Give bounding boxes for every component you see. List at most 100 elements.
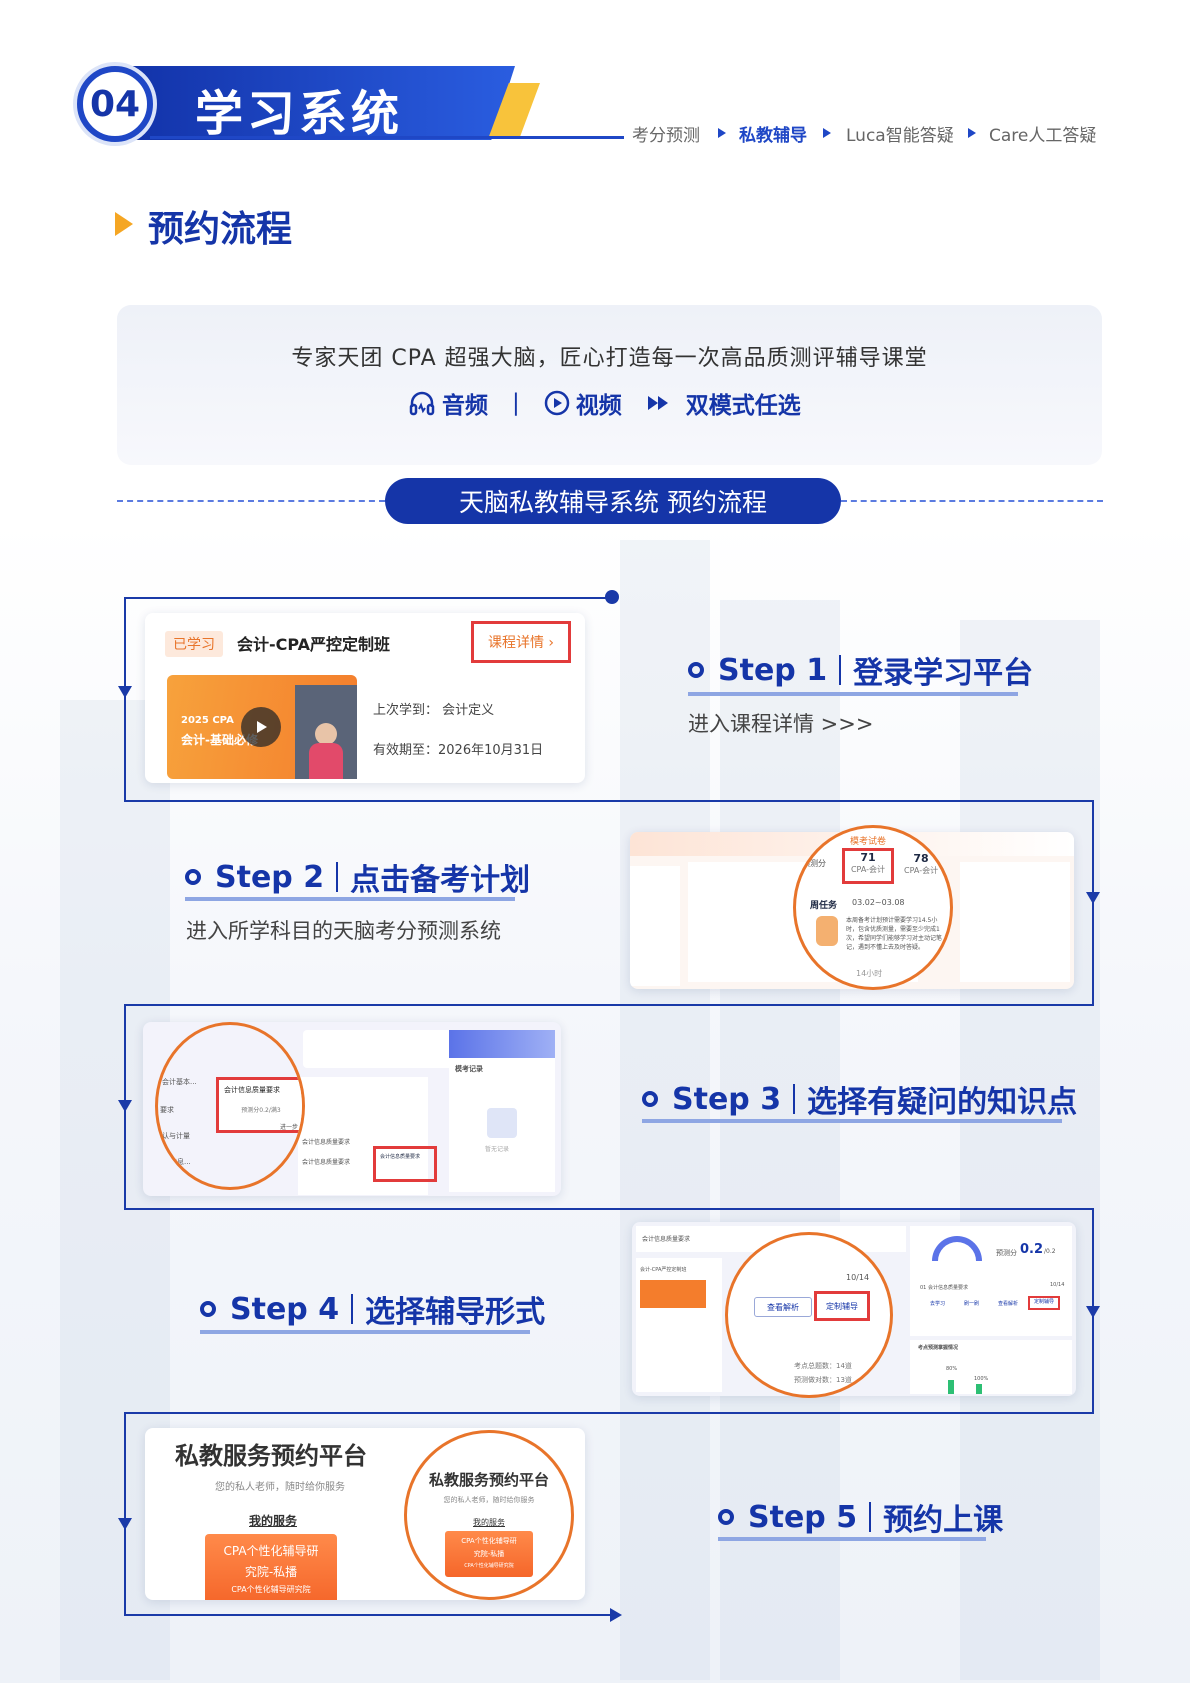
kp-title: 会计信息质量要求 xyxy=(224,1086,280,1094)
kp-sub: 预测分0.2/满3 xyxy=(241,1107,281,1114)
flow-line xyxy=(124,1004,1094,1006)
tree-item[interactable]: 要求 xyxy=(160,1106,174,1114)
kp-button[interactable]: 进一步 xyxy=(279,1124,298,1131)
arrow-down-icon xyxy=(118,1100,132,1112)
nav-item-score[interactable]: 考分预测 xyxy=(632,126,700,146)
learned-tag: 已学习 xyxy=(165,631,223,657)
service-line1: CPA个性化辅导研 xyxy=(223,1544,319,1558)
course-detail-button[interactable]: 课程详情 › xyxy=(471,621,571,663)
header-band xyxy=(120,66,515,140)
list-panel: 会计信息质量要求 会计信息质量要求 xyxy=(298,1077,428,1195)
tree-item[interactable]: 信息... xyxy=(170,1158,191,1166)
section-title: 预约流程 xyxy=(148,209,293,250)
service-card[interactable]: CPA个性化辅导研 究院-私播 CPA个性化辅导研究院 xyxy=(205,1534,337,1600)
step5-underline xyxy=(718,1537,986,1541)
sidebar xyxy=(630,866,680,986)
arrow-right-icon xyxy=(610,1608,622,1622)
play-circle-icon xyxy=(544,390,569,416)
nav-item-luca[interactable]: Luca智能答疑 xyxy=(846,126,954,146)
play-button[interactable] xyxy=(241,707,281,747)
step1-screenshot: 已学习 会计-CPA严控定制班 课程详情 › 2025 CPA 会计-基础必修 … xyxy=(145,613,585,783)
tree-item[interactable]: 认与计量 xyxy=(162,1132,190,1140)
zoom-service-card[interactable]: CPA个性化辅导研 究院-私播 CPA个性化辅导研究院 xyxy=(445,1531,533,1577)
double-arrow-icon xyxy=(647,396,668,410)
course-thumbnail[interactable]: 2025 CPA 会计-基础必修 xyxy=(167,675,357,779)
step2-underline xyxy=(185,897,515,901)
building-graphic xyxy=(960,620,1100,1680)
learn-button[interactable]: 去学习 xyxy=(930,1301,946,1307)
valid-label: 有效期至： xyxy=(373,743,439,758)
custom-tutor-button[interactable]: 定制辅导 xyxy=(1028,1296,1060,1310)
divider: | xyxy=(512,390,520,416)
video-thumb[interactable] xyxy=(640,1280,706,1308)
list-item[interactable]: 会计信息质量要求 xyxy=(302,1159,351,1166)
tree-item[interactable]: 会计基本... xyxy=(162,1078,197,1086)
score1: 71 xyxy=(860,851,876,864)
zoom-line3: CPA个性化辅导研究院 xyxy=(464,1563,514,1569)
step2-label: Step 2 xyxy=(215,859,325,895)
view-analysis-button[interactable]: 查看解析 xyxy=(754,1297,812,1317)
knowledge-point-highlight[interactable]: 会计信息质量要求 预测分0.2/满3 进一步 xyxy=(216,1077,302,1133)
right-panel xyxy=(960,862,1070,982)
section-number: 04 xyxy=(77,66,153,142)
valid-value: 2026年10月31日 xyxy=(438,743,544,758)
course-name: 会计-CPA严控定制班 xyxy=(237,635,391,654)
video-panel: 会计-CPA严控定制班 xyxy=(636,1258,722,1392)
service-line2: 究院-私播 xyxy=(244,1565,298,1579)
gauge xyxy=(932,1236,982,1261)
flow-line xyxy=(124,1614,614,1616)
step5-label: Step 5 xyxy=(748,1499,858,1535)
header-underline xyxy=(150,136,624,139)
zoom-my-services[interactable]: 我的服务 xyxy=(473,1518,505,1527)
nav-item-tutor[interactable]: 私教辅导 xyxy=(739,126,807,146)
prediction-panel: 预测分 0.2 /0.2 01 会计信息质量要求 10/14 去学习 刷一刷 查… xyxy=(910,1226,1072,1336)
total-count: 考点总题数：14道 xyxy=(794,1362,852,1370)
arrow-down-icon xyxy=(1086,892,1100,904)
mode-row: 音频 | 视频 双模式任选 xyxy=(408,386,801,420)
step2-sub: 进入所学科目的天脑考分预测系统 xyxy=(186,919,501,943)
last-learned: 上次学到： 会计定义 xyxy=(373,699,494,718)
audio-label: 音频 xyxy=(442,393,488,419)
record-banner xyxy=(449,1030,555,1058)
chevron-right-icon xyxy=(823,128,831,138)
zoom-title: 私教服务预约平台 xyxy=(428,1471,549,1489)
circle-bullet-icon xyxy=(642,1091,658,1107)
record-title: 模考记录 xyxy=(455,1065,483,1073)
step3-label: Step 3 xyxy=(672,1081,782,1117)
divider xyxy=(839,655,842,685)
week-range: 03.02~03.08 xyxy=(852,898,905,907)
circle-bullet-icon xyxy=(200,1301,216,1317)
step4-zoom: 10/14 查看解析 定制辅导 考点总题数：14道 预测做对数：13道 xyxy=(725,1232,893,1398)
building-graphic xyxy=(720,600,840,1680)
score2-label: CPA-会计 xyxy=(904,866,939,875)
custom-tutor-highlight[interactable]: 定制辅导 xyxy=(814,1291,870,1321)
divider xyxy=(793,1084,796,1114)
intro-panel xyxy=(117,305,1102,465)
pred-value: 0.2 xyxy=(1020,1242,1044,1257)
flow-line xyxy=(124,1412,1094,1414)
practice-button[interactable]: 刷一刷 xyxy=(964,1301,980,1307)
analysis-button[interactable]: 查看解析 xyxy=(998,1301,1019,1307)
zoom-line1: CPA个性化辅导研 xyxy=(461,1537,517,1545)
nav-item-care[interactable]: Care人工答疑 xyxy=(989,126,1097,146)
divider xyxy=(869,1502,872,1532)
avatar xyxy=(816,916,838,946)
intro-headline: 专家天团 CPA 超强大脑，匠心打造每一次高品质测评辅导课堂 xyxy=(291,346,928,371)
hours: 14小时 xyxy=(856,969,883,978)
step5-title: 预约上课 xyxy=(883,1503,1004,1538)
record-panel: 模考记录 暂无记录 xyxy=(449,1030,555,1192)
pred-tag: 预测分 xyxy=(802,859,826,868)
step2-title: 点击备考计划 xyxy=(350,863,531,898)
correct-count: 预测做对数：13道 xyxy=(794,1376,852,1384)
highlight-card[interactable]: 会计信息质量要求 xyxy=(373,1146,437,1182)
list-item[interactable]: 会计信息质量要求 xyxy=(302,1139,351,1146)
my-services-tab[interactable]: 我的服务 xyxy=(249,1514,298,1528)
dashed-divider xyxy=(117,500,385,502)
step3-zoom: 会计基本... 要求 认与计量 信息... 会计信息质量要求 预测分0.2/满3… xyxy=(155,1022,305,1190)
headphones-icon xyxy=(409,391,435,416)
step1-label: Step 1 xyxy=(718,652,828,688)
